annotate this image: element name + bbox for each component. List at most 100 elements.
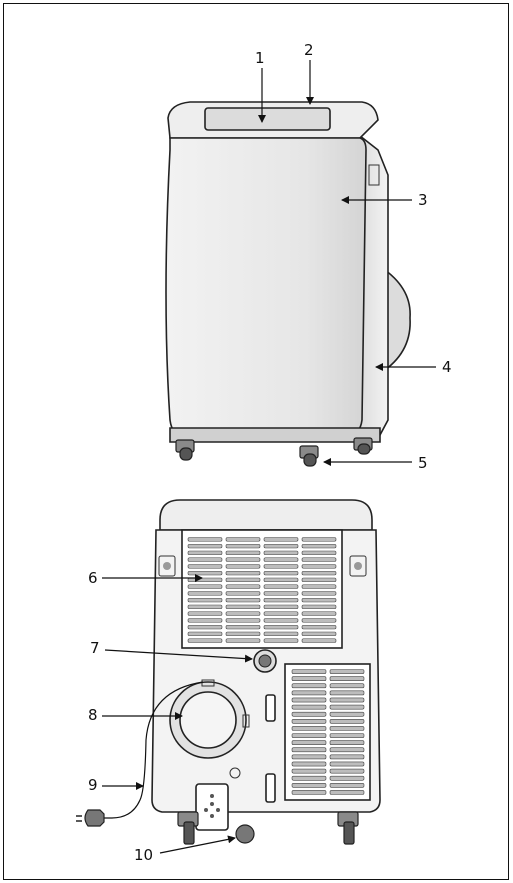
grille-slat [263, 638, 299, 643]
callout-3: 3 [418, 191, 428, 209]
leader-7 [104, 649, 253, 663]
caster-wheel [357, 443, 371, 455]
rear-top-cap [159, 499, 373, 531]
grille-slat [291, 790, 327, 795]
grille-slat [225, 631, 261, 637]
cord-hook-lower [265, 773, 276, 803]
grille-slat [225, 597, 261, 603]
grille-slat [291, 683, 327, 689]
grille-slat [291, 726, 327, 731]
grille-slat [329, 697, 365, 703]
grille-slat [187, 584, 223, 589]
grille-slat [187, 570, 223, 576]
grille-slat [187, 618, 223, 623]
grille-slat [329, 782, 365, 788]
grille-slat [291, 747, 327, 753]
grille-slat [263, 564, 299, 569]
grille-slat [187, 537, 223, 542]
drain-cap [258, 654, 272, 668]
grille-slat [263, 584, 299, 589]
grille-slat [225, 537, 261, 542]
grille-slat [225, 550, 261, 556]
grille-slat [187, 631, 223, 637]
exhaust-tab [242, 714, 250, 728]
grille-slat [225, 584, 261, 589]
grille-slat [225, 564, 261, 569]
small-vent [229, 767, 241, 779]
grille-slat [225, 638, 261, 643]
leader-10 [159, 835, 236, 854]
grille-slat [225, 624, 261, 630]
grille-slat [301, 584, 337, 589]
grille-slat [187, 611, 223, 616]
grille-slat [291, 690, 327, 696]
right-handle [349, 555, 367, 577]
grille-slat [329, 733, 365, 738]
grille-slat [329, 740, 365, 746]
front-panel [165, 137, 367, 439]
grille-slat [301, 550, 337, 556]
grille-slat [263, 557, 299, 562]
grille-slat [291, 740, 327, 746]
grille-slat [329, 690, 365, 696]
grille-slat [263, 618, 299, 623]
front-casters [175, 437, 373, 467]
grille-slat [263, 631, 299, 637]
upper-grille-slats [187, 537, 337, 643]
grille-slat [329, 754, 365, 760]
bottom-drain [235, 824, 255, 844]
grille-slat [301, 570, 337, 576]
callout-8: 8 [88, 706, 98, 724]
grille-slat [225, 570, 261, 576]
grille-slat [187, 564, 223, 569]
callout-1: 1 [255, 49, 265, 67]
grille-slat [187, 550, 223, 556]
grille-slat [329, 747, 365, 753]
power-socket-symbol [204, 794, 220, 818]
base [169, 427, 381, 443]
side-handle [368, 164, 380, 186]
grille-slat [263, 543, 299, 549]
grille-slat [263, 577, 299, 583]
grille-slat [301, 557, 337, 562]
grille-slat [329, 704, 365, 710]
callout-7: 7 [90, 639, 100, 657]
grille-slat [187, 543, 223, 549]
grille-slat [301, 597, 337, 603]
front-view [165, 101, 411, 467]
grille-slat [291, 775, 327, 781]
grille-slat [301, 591, 337, 596]
grille-slat [329, 711, 365, 717]
grille-slat [291, 782, 327, 788]
grille-slat [329, 683, 365, 689]
grille-slat [263, 550, 299, 556]
grille-slat [263, 611, 299, 616]
grille-slat [187, 638, 223, 643]
grille-slat [187, 557, 223, 562]
lower-grille-slats [291, 669, 365, 795]
grille-slat [187, 604, 223, 610]
grille-slat [291, 733, 327, 738]
grille-slat [187, 597, 223, 603]
grille-slat [329, 676, 365, 682]
callout-9: 9 [88, 776, 98, 794]
right-handle-screw [354, 562, 362, 570]
grille-slat [301, 631, 337, 637]
grille-slat [291, 761, 327, 767]
callout-10: 10 [134, 846, 153, 864]
callout-4: 4 [442, 358, 452, 376]
grille-slat [263, 604, 299, 610]
exhaust-port [179, 691, 237, 749]
grille-slat [329, 775, 365, 781]
grille-slat [225, 543, 261, 549]
callout-5: 5 [418, 454, 428, 472]
grille-slat [301, 537, 337, 542]
grille-slat [263, 597, 299, 603]
grille-slat [301, 618, 337, 623]
grille-slat [291, 676, 327, 682]
cord-hook-upper [265, 694, 276, 722]
caster-wheel [179, 447, 193, 461]
side-exhaust-bulge [384, 268, 411, 372]
grille-slat [301, 604, 337, 610]
